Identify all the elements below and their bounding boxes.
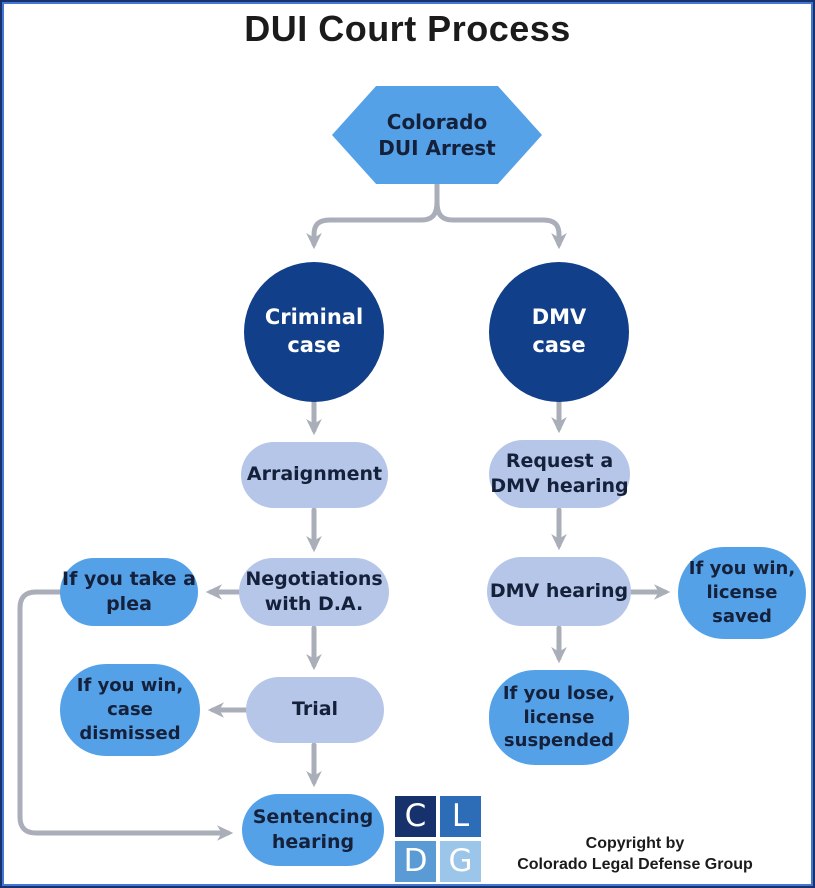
logo-letter: G (448, 843, 473, 879)
connector-arrest-to-dmv (434, 199, 567, 250)
node-label: Negotiations with D.A. (245, 567, 383, 615)
connector-plea-to-sentencing (17, 589, 234, 841)
node-label: Criminal case (264, 305, 364, 357)
node-license-saved: If you win, license saved (678, 547, 806, 639)
node-label: Trial (291, 698, 339, 721)
node-arraignment: Arraignment (241, 442, 388, 508)
node-dmv-case: DMV case (489, 262, 629, 402)
logo-square-l: L (440, 796, 481, 837)
logo-square-d: D (395, 841, 436, 882)
node-dmv-hearing: DMV hearing (487, 557, 631, 626)
logo-letter: C (404, 798, 427, 834)
node-label: DMV case (531, 305, 587, 357)
node-label: DMV hearing (489, 579, 629, 602)
node-label: If you take a plea (62, 567, 196, 615)
node-case-dismissed: If you win, case dismissed (60, 664, 200, 756)
copyright-text: Copyright by Colorado Legal Defense Grou… (517, 835, 753, 873)
cldg-logo: C L D G (395, 796, 481, 882)
logo-letter: D (403, 843, 428, 879)
node-trial: Trial (246, 677, 384, 743)
node-criminal-case: Criminal case (244, 262, 384, 402)
node-label: If you win, license saved (688, 558, 796, 627)
page-title: DUI Court Process (244, 8, 571, 49)
node-label: If you win, case dismissed (76, 675, 184, 744)
node-label: Sentencing hearing (252, 805, 374, 853)
connector-arrest-to-criminal (306, 181, 440, 250)
node-negotiations: Negotiations with D.A. (239, 558, 389, 626)
node-request-dmv-hearing: Request a DMV hearing (489, 440, 630, 508)
node-license-suspended: If you lose, license suspended (489, 670, 629, 765)
node-label: Colorado DUI Arrest (378, 109, 496, 160)
logo-letter: L (451, 798, 470, 834)
logo-square-g: G (440, 841, 481, 882)
node-sentencing-hearing: Sentencing hearing (242, 794, 384, 866)
node-take-plea: If you take a plea (60, 558, 198, 626)
node-label: Request a DMV hearing (490, 449, 629, 497)
node-label: Arraignment (246, 463, 383, 486)
logo-square-c: C (395, 796, 436, 837)
node-colorado-dui-arrest: Colorado DUI Arrest (332, 86, 542, 184)
node-label: If you lose, license suspended (502, 682, 616, 752)
